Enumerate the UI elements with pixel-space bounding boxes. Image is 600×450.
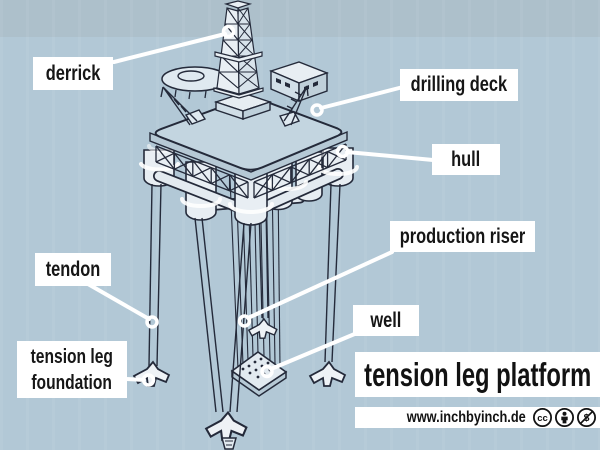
label-derrick-text: derrick — [45, 61, 101, 85]
page-title: tension leg platform — [363, 355, 592, 393]
deck-edge — [149, 130, 348, 181]
well-template — [230, 351, 288, 397]
foundation-pile — [221, 437, 237, 450]
derrick-tower — [213, 0, 273, 120]
derrick-lattice — [218, 7, 260, 89]
drilling-deck-building — [269, 61, 329, 103]
label-well-text: well — [370, 308, 402, 332]
crane-left — [160, 86, 207, 126]
label-well: well — [353, 305, 419, 336]
deck-truss — [155, 143, 347, 199]
label-tendon-text: tendon — [45, 257, 101, 281]
svg-text:cc: cc — [537, 413, 548, 424]
label-tension-leg-foundation-line2: foundation — [31, 371, 113, 394]
deck-cranes — [160, 85, 309, 127]
label-tension-leg-foundation: tension leg foundation — [17, 341, 127, 398]
background-top-band — [0, 0, 600, 37]
label-derrick: derrick — [33, 57, 113, 90]
tendons — [148, 183, 341, 413]
label-tendon: tendon — [35, 253, 111, 286]
label-tension-leg-foundation-line1: tension leg — [30, 345, 114, 368]
attribution-icon — [554, 407, 575, 428]
license-icons: cc $ — [532, 407, 597, 428]
label-drilling-deck: drilling deck — [400, 69, 518, 101]
back-tendons — [258, 207, 269, 319]
label-production-riser: production riser — [390, 221, 535, 252]
footer-strip: www.inchbyinch.de cc $ — [355, 407, 600, 428]
back-foundation — [247, 317, 278, 339]
label-drilling-deck-text: drilling deck — [410, 73, 508, 96]
website-url: www.inchbyinch.de — [406, 408, 526, 426]
leader-lines — [86, 24, 435, 387]
label-hull-text: hull — [451, 147, 481, 171]
cc-icon: cc — [532, 407, 553, 428]
label-hull: hull — [432, 144, 500, 175]
crane-right — [278, 85, 309, 127]
title-banner: tension leg platform — [355, 352, 600, 397]
label-production-riser-text: production riser — [399, 224, 526, 248]
nc-icon: $ — [576, 407, 597, 428]
